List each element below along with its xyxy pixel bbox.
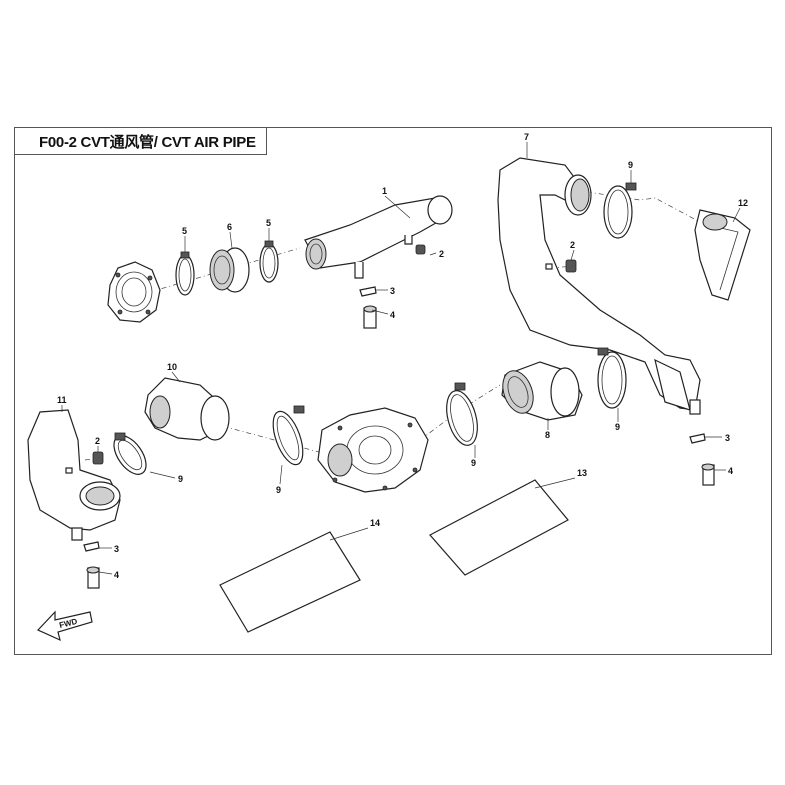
callout-2: 2: [95, 436, 100, 446]
callout-7: 7: [524, 132, 529, 142]
callout-4: 4: [728, 466, 733, 476]
leader-lines: [61, 142, 741, 575]
callout-9: 9: [178, 474, 183, 484]
clamp-9b: [113, 432, 147, 475]
clamp-9c: [272, 405, 305, 466]
callout-5: 5: [266, 218, 271, 228]
callout-1: 1: [382, 186, 387, 196]
callout-numbers: 1 2 3 4 5 5 6 7 9 12 2 3 4 10 11 2 9 9 9…: [57, 132, 748, 580]
callout-6: 6: [227, 222, 232, 232]
callout-5: 5: [182, 226, 187, 236]
callout-4: 4: [390, 310, 395, 320]
callout-9: 9: [615, 422, 620, 432]
clip-3a: [359, 286, 377, 297]
callout-10: 10: [167, 362, 177, 372]
callout-11: 11: [57, 395, 67, 405]
diagram-frame: [14, 127, 772, 655]
callout-8: 8: [545, 430, 550, 440]
callout-9: 9: [628, 160, 633, 170]
callout-14: 14: [370, 518, 380, 528]
clamp-9a: [603, 182, 637, 239]
cap-4c: [86, 566, 100, 589]
cvt-cover: [317, 407, 429, 493]
elbow-pipe-10: [144, 377, 230, 441]
clamp-9e: [597, 347, 627, 409]
rubber-sleeve-8: [501, 361, 583, 421]
callout-2: 2: [570, 240, 575, 250]
clip-3c: [83, 541, 100, 552]
clamp-5b: [259, 240, 279, 283]
air-pipe-1: [304, 195, 453, 279]
callout-3: 3: [390, 286, 395, 296]
plug-2b: [545, 259, 577, 273]
label-sheet-14: [219, 531, 361, 633]
rubber-sleeve-6: [209, 247, 250, 293]
callout-12: 12: [738, 198, 748, 208]
callout-3: 3: [114, 544, 119, 554]
fwd-arrow-icon: FWD: [36, 610, 93, 642]
callout-9: 9: [471, 458, 476, 468]
clamp-5a: [175, 251, 195, 296]
cap-4a: [363, 305, 377, 329]
plug-2c: [65, 451, 104, 474]
plug-2a: [415, 244, 426, 255]
clamp-9d: [446, 382, 478, 446]
cap-4b: [701, 463, 715, 486]
intake-duct-12: [694, 209, 751, 301]
svg-text:FWD: FWD: [58, 617, 78, 630]
diagram-title: F00-2 CVT通风管/ CVT AIR PIPE: [14, 127, 267, 155]
inlet-pipe-11: [27, 409, 121, 541]
callout-13: 13: [577, 468, 587, 478]
cover-plate: [107, 261, 161, 323]
air-pipe-7: [497, 157, 701, 415]
label-sheet-13: [429, 479, 569, 576]
clip-3b: [689, 433, 706, 444]
callout-9: 9: [276, 485, 281, 495]
callout-3: 3: [725, 433, 730, 443]
callout-2: 2: [439, 249, 444, 259]
callout-4: 4: [114, 570, 119, 580]
